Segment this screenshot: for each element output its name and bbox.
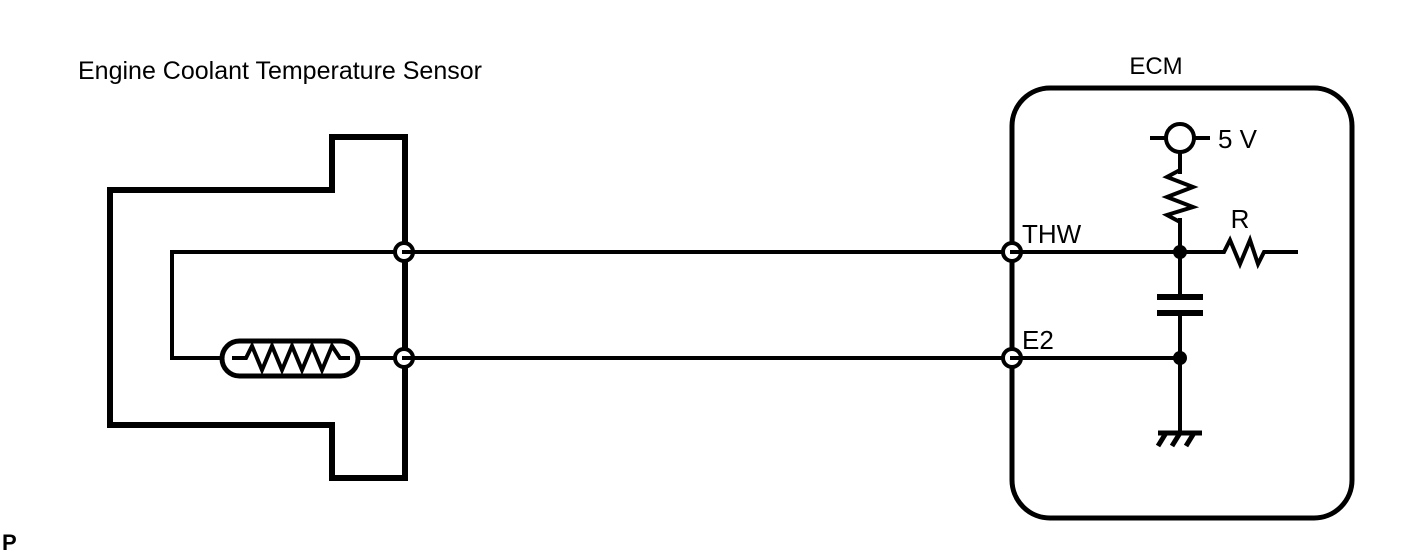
sensor-inner-lead-frame (170, 250, 407, 360)
page-title: Engine Coolant Temperature Sensor (78, 57, 482, 85)
ecm-terminal-thw-label: THW (1022, 219, 1082, 249)
ground-hatch-1 (1155, 431, 1169, 448)
sensor-housing-outline (107, 134, 408, 481)
e2-node-junction-dot (1173, 351, 1187, 365)
ecm-box (1009, 85, 1355, 521)
ground-hatch-2 (1169, 431, 1183, 448)
voltage-source-label: 5 V (1218, 124, 1258, 154)
page-marker: P (2, 530, 17, 555)
thermistor-zigzag (232, 340, 350, 376)
voltage-source-circle (1164, 122, 1196, 154)
ecm-label: ECM (1129, 53, 1182, 80)
ecm-terminal-e2-label: E2 (1022, 325, 1054, 355)
r-resistor-zigzag (1218, 234, 1270, 270)
ground-hatch-3 (1183, 431, 1197, 448)
pullup-resistor-zigzag (1161, 168, 1200, 224)
r-resistor-label: R (1231, 204, 1250, 234)
